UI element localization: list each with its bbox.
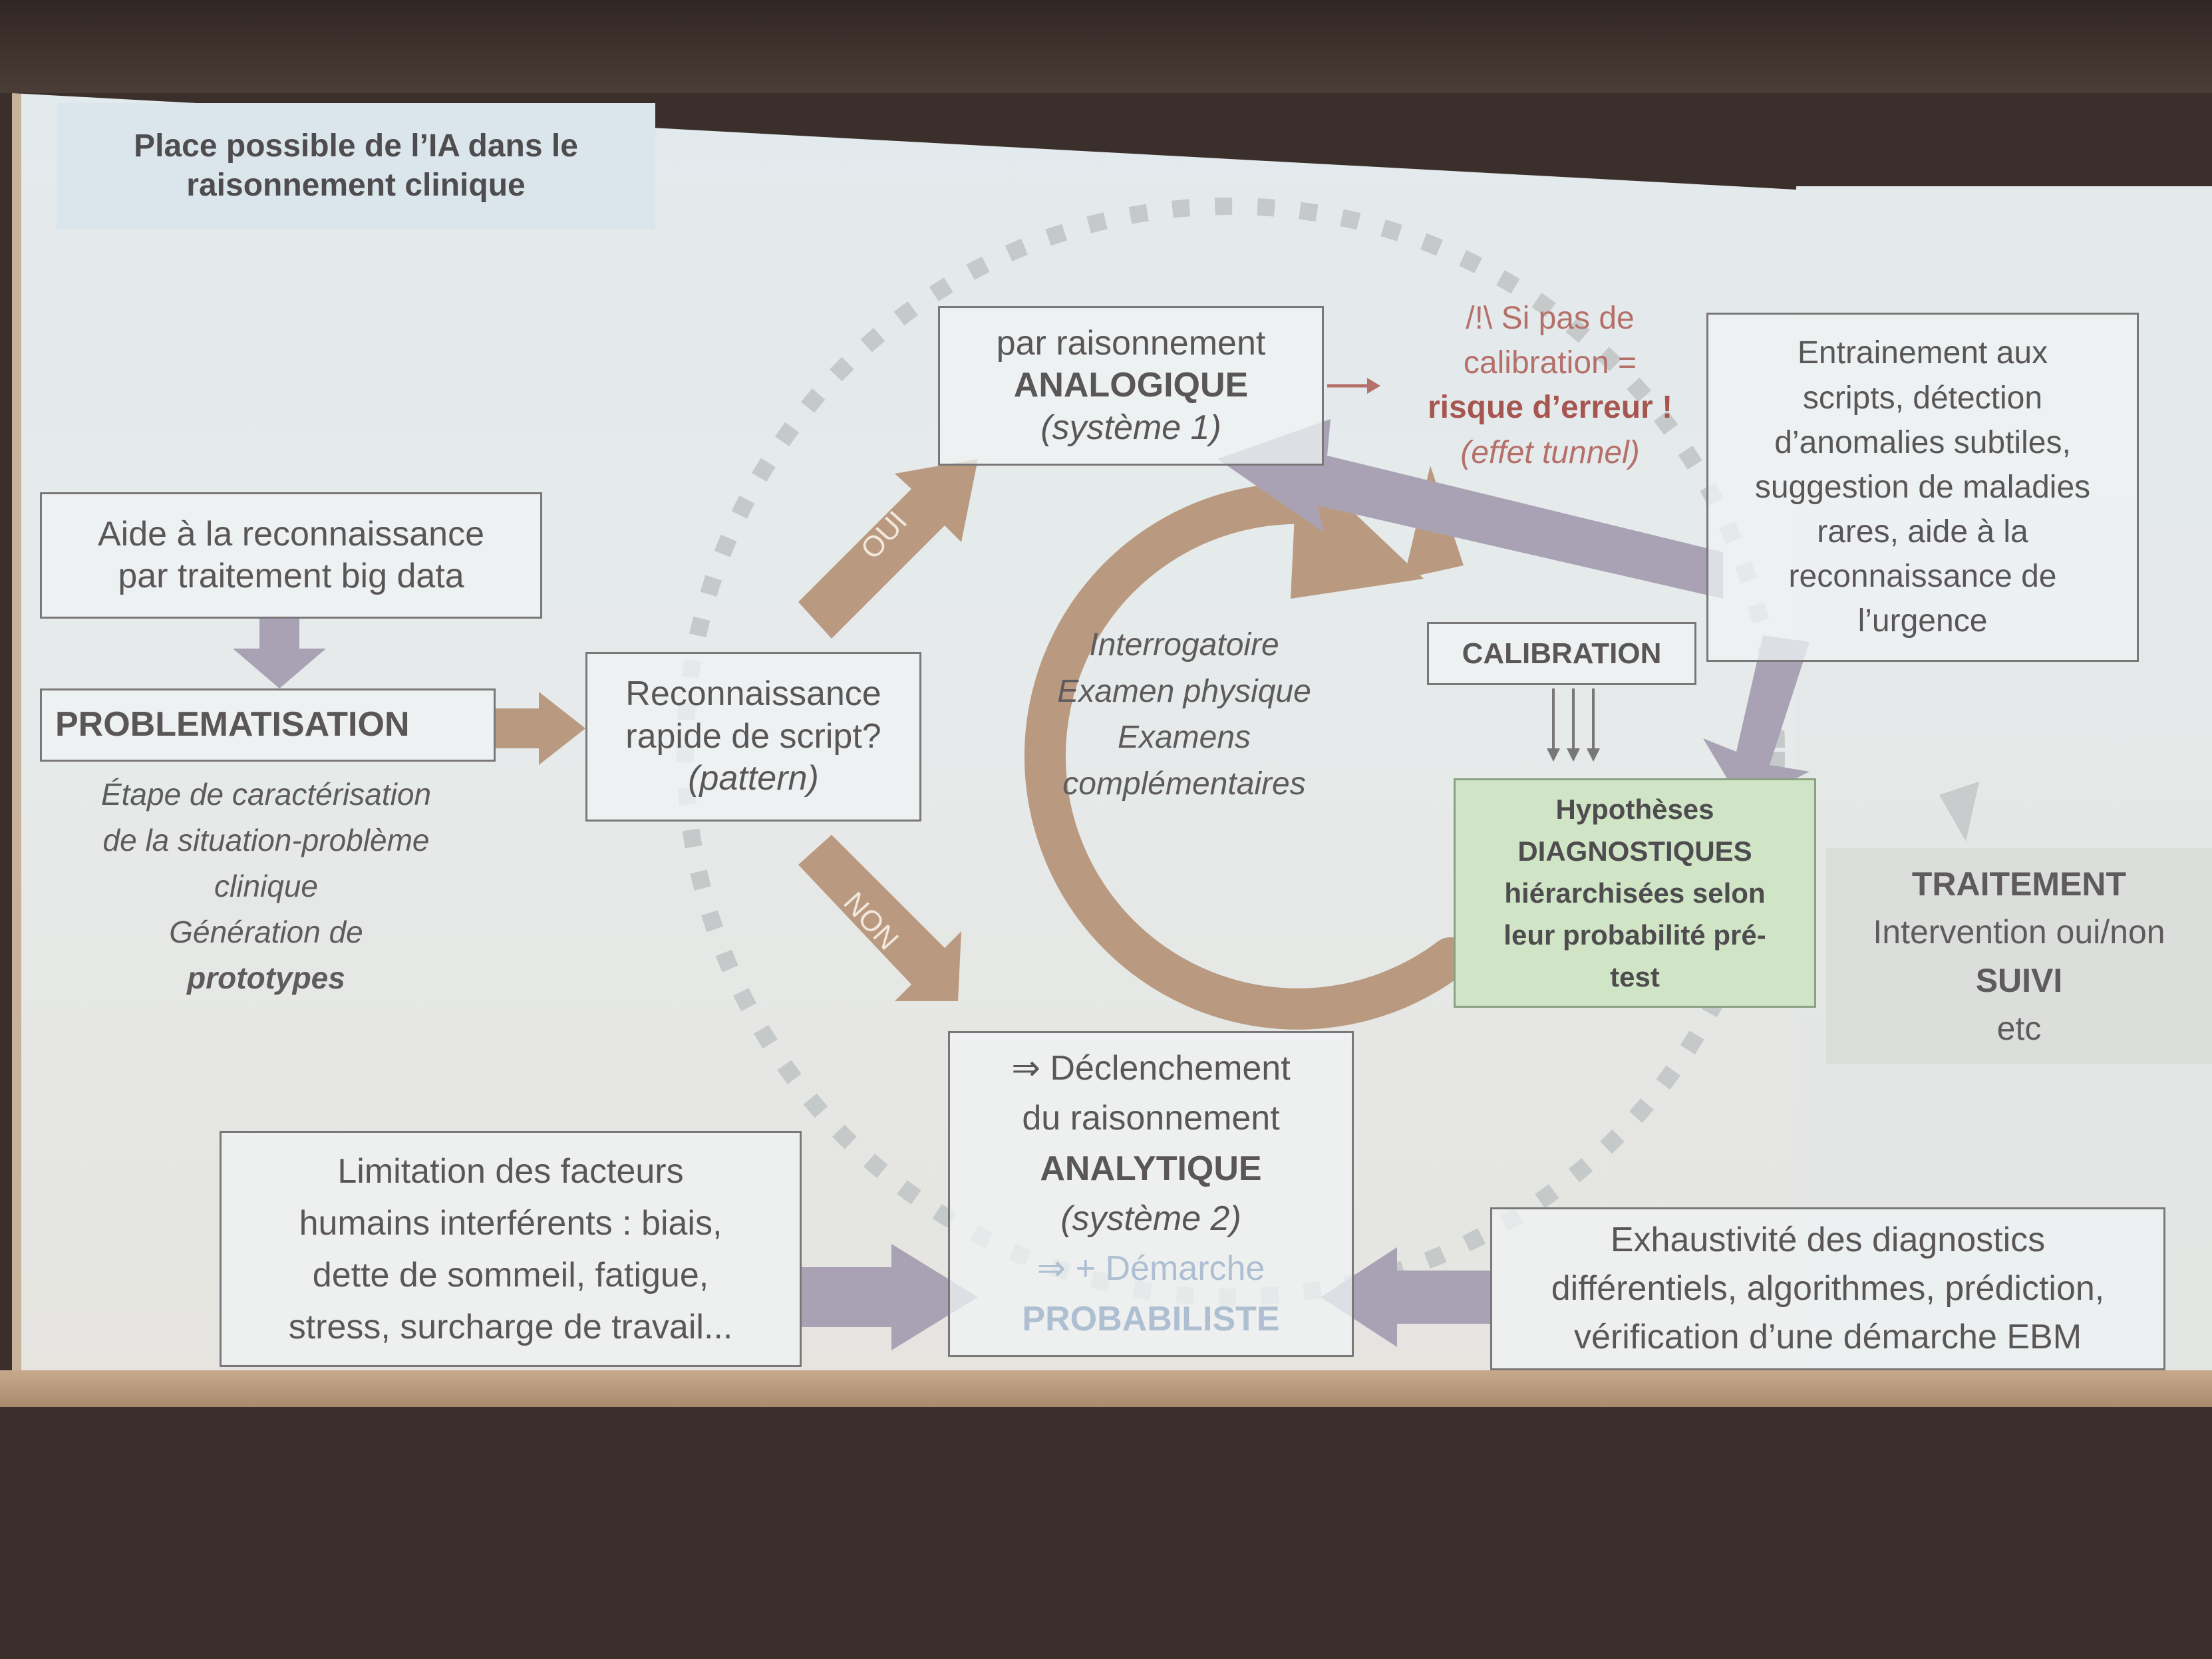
scripts-line: suggestion de maladies xyxy=(1754,469,2091,505)
bigdata-line-1: Aide à la reconnaissance xyxy=(97,514,485,553)
calibration-warning: /!\ Si pas de calibration = risque d’err… xyxy=(1370,296,1730,475)
exhaustivity-line: différentiels, algorithmes, prédiction, xyxy=(1551,1269,2105,1308)
treatment-panel: TRAITEMENT Intervention oui/non SUIVI et… xyxy=(1826,848,2212,1064)
arrow-human-factors xyxy=(802,1244,978,1350)
desc-line: prototypes xyxy=(187,961,345,995)
human-factors-line: humains interférents : biais, xyxy=(299,1203,722,1243)
diagnostic-hypotheses-box: Hypothèses DIAGNOSTIQUES hiérarchisées s… xyxy=(1454,778,1816,1008)
warning-line-1: /!\ Si pas de xyxy=(1466,301,1635,336)
warning-line-3: risque d’erreur ! xyxy=(1427,390,1673,426)
analytical-line-1: ⇒ Déclenchement xyxy=(1011,1044,1290,1094)
scripts-line: Entrainement aux xyxy=(1797,335,2048,371)
scripts-line: d’anomalies subtiles, xyxy=(1774,424,2071,460)
exhaustivity-line: vérification d’une démarche EBM xyxy=(1573,1317,2082,1356)
hypotheses-line: leur probabilité pré- xyxy=(1503,919,1766,951)
arrow-non xyxy=(798,835,961,1001)
ai-bigdata-box: Aide à la reconnaissance par traitement … xyxy=(40,492,542,619)
treatment-line-3: SUIVI xyxy=(1975,961,2063,999)
problematisation-label: PROBLEMATISATION xyxy=(55,705,410,744)
script-line-2: rapide de script? xyxy=(625,716,881,756)
desc-line: Génération de xyxy=(169,915,363,949)
scripts-line: reconnaissance de xyxy=(1788,559,2057,595)
arrow-bigdata-down xyxy=(233,619,326,688)
room-background xyxy=(0,0,2212,93)
script-line-1: Reconnaissance xyxy=(625,675,881,714)
cycle-item: Examens xyxy=(1117,720,1251,756)
cycle-arc xyxy=(1024,482,1471,1030)
analytical-line-2: du raisonnement xyxy=(1022,1099,1280,1138)
arrow-to-recognition xyxy=(496,692,585,765)
problematisation-box: PROBLEMATISATION xyxy=(40,688,496,762)
treatment-line-2: Intervention oui/non xyxy=(1873,913,2165,951)
warning-line-2: calibration = xyxy=(1463,345,1637,381)
hypotheses-line: DIAGNOSTIQUES xyxy=(1517,835,1752,867)
treatment-title: TRAITEMENT xyxy=(1911,865,2127,903)
bigdata-line-2: par traitement big data xyxy=(118,557,464,595)
exhaustivity-line: Exhaustivité des diagnostics xyxy=(1610,1221,2046,1260)
arrow-exhaustivity xyxy=(1321,1247,1490,1347)
analytical-text-1: Déclenchement xyxy=(1050,1048,1291,1088)
analytical-line-4: (système 2) xyxy=(1060,1199,1241,1238)
ai-scripts-training-box: Entrainement aux scripts, détection d’an… xyxy=(1706,313,2139,662)
calibration-label: CALIBRATION xyxy=(1462,637,1662,670)
treatment-line-4: etc xyxy=(1996,1010,2042,1047)
cycle-item: Interrogatoire xyxy=(1089,627,1279,663)
analytical-text-5: + Démarche xyxy=(1075,1249,1265,1288)
calibration-box: CALIBRATION xyxy=(1427,622,1696,685)
scripts-line: rares, aide à la xyxy=(1817,514,2028,550)
human-factors-line: Limitation des facteurs xyxy=(337,1151,684,1191)
slide-title: Place possible de l’IA dans le raisonnem… xyxy=(57,103,655,229)
arrow-scripts-to-hypotheses xyxy=(1703,635,1810,805)
cycle-item: complémentaires xyxy=(1062,766,1306,802)
arrow-scripts-to-analogique xyxy=(1217,419,1723,599)
hypotheses-line: hiérarchisées selon xyxy=(1504,877,1766,909)
desc-line: Étape de caractérisation xyxy=(100,777,432,812)
human-factors-line: stress, surcharge de travail... xyxy=(288,1307,733,1346)
analogical-reasoning-box: par raisonnement ANALOGIQUE (système 1) xyxy=(938,306,1324,466)
hypotheses-line: Hypothèses xyxy=(1555,794,1714,825)
analogical-line-1: par raisonnement xyxy=(996,323,1266,363)
analogical-line-3: (système 1) xyxy=(1040,408,1221,447)
title-line-1: Place possible de l’IA dans le xyxy=(134,128,578,164)
analytical-line-6: PROBABILISTE xyxy=(1022,1299,1280,1338)
analytical-line-5: ⇒ + Démarche xyxy=(1037,1244,1265,1294)
implies-icon: ⇒ xyxy=(1011,1048,1040,1088)
scripts-line: l’urgence xyxy=(1857,603,1988,639)
screen-frame-bottom xyxy=(0,1370,2212,1407)
ai-exhaustivity-box: Exhaustivité des diagnostics différentie… xyxy=(1490,1207,2165,1370)
hypotheses-line: test xyxy=(1610,961,1660,992)
desc-line: de la situation-problème xyxy=(102,823,430,857)
warning-line-4: (effet tunnel) xyxy=(1460,434,1640,470)
arrow-to-treatment xyxy=(1939,782,1979,841)
analogical-line-2: ANALOGIQUE xyxy=(1013,366,1249,405)
cycle-items: Interrogatoire Examen physique Examens c… xyxy=(998,622,1370,807)
title-line-2: raisonnement clinique xyxy=(186,168,526,203)
script-line-3: (pattern) xyxy=(688,759,819,798)
script-recognition-box: Reconnaissance rapide de script? (patter… xyxy=(585,652,921,822)
implies-icon: ⇒ xyxy=(1036,1249,1066,1288)
problematisation-description: Étape de caractérisation de la situation… xyxy=(33,772,499,1001)
desc-line: clinique xyxy=(214,869,318,903)
human-factors-line: dette de sommeil, fatigue, xyxy=(312,1255,709,1294)
ai-human-factors-box: Limitation des facteurs humains interfér… xyxy=(220,1131,802,1367)
arrow-oui xyxy=(798,459,978,639)
calibration-arrows xyxy=(1552,688,1595,752)
scripts-line: scripts, détection xyxy=(1802,380,2043,416)
analytical-reasoning-box: ⇒ Déclenchement du raisonnement ANALYTIQ… xyxy=(948,1031,1354,1357)
analytical-line-3: ANALYTIQUE xyxy=(1040,1149,1262,1188)
cycle-item: Examen physique xyxy=(1057,673,1311,709)
